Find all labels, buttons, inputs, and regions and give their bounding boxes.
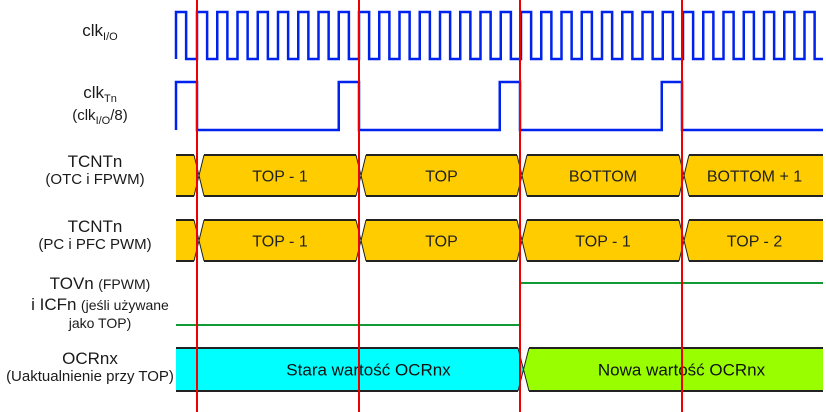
tcnt-pwm-transition: [678, 219, 690, 262]
tcnt-fpwm-segment: [684, 155, 823, 196]
clk-io-label: clkI/O: [40, 21, 160, 43]
clk-io-trace: [174, 10, 823, 61]
clk-tn-note-subscript: I/O: [95, 115, 111, 128]
clk-tn-name: clk: [83, 83, 104, 102]
ocr-old-segment: [176, 348, 523, 391]
tcnt-fpwm-segment: [176, 155, 198, 196]
tcnt-fpwm-transition: [516, 154, 528, 197]
tcnt-pwm-bus: TOP - 1 TOP TOP - 1 TOP - 2: [176, 219, 823, 262]
tcnt-pwm-label: TCNTn (PC i PFC PWM): [20, 217, 170, 253]
tcnt-fpwm-segment: [522, 155, 683, 196]
clk-tn-note-prefix: (clk: [72, 107, 96, 125]
tcnt-fpwm-value: BOTTOM + 1: [707, 169, 802, 186]
tcnt-pwm-segment: [176, 220, 198, 261]
ocr-old-value: Stara wartość OCRnx: [286, 361, 451, 380]
ocr-note: (Uaktualnienie przy TOP): [6, 367, 174, 385]
clk-io-subscript: I/O: [103, 31, 118, 43]
tcnt-fpwm-segment: [361, 155, 521, 196]
icf-note: (jeśli używane: [80, 296, 169, 313]
tcnt-fpwm-value: TOP - 1: [252, 169, 308, 186]
tcnt-pwm-segment: [361, 220, 521, 261]
tcnt-fpwm-value: TOP: [425, 169, 458, 186]
tcnt-pwm-segment: [684, 220, 823, 261]
tcnt-pwm-value: TOP - 1: [252, 234, 308, 251]
icf-name: i ICFn: [31, 294, 77, 314]
tov-note: (FPWM): [98, 276, 151, 292]
tcnt-fpwm-label: TCNTn (OTC i FPWM): [20, 152, 170, 188]
tcnt-fpwm-value: BOTTOM: [569, 169, 637, 186]
tov-trace: [176, 282, 823, 326]
tcnt-pwm-value: TOP: [425, 234, 458, 251]
clk-tn-subscript: Tn: [103, 93, 117, 105]
tcnt-pwm-note: (PC i PFC PWM): [38, 235, 152, 253]
time-markers: [196, 0, 683, 412]
tcnt-fpwm-transition: [355, 154, 367, 197]
tcnt-fpwm-transition: [678, 154, 690, 197]
tcnt-pwm-transition: [355, 219, 367, 262]
tov-label: TOVn (FPWM) i ICFn (jeśli używane jako T…: [20, 274, 180, 332]
tcnt-pwm-transition: [193, 219, 205, 262]
icf-note-line3: jako TOP): [68, 315, 132, 332]
ocr-label: OCRnx (Uaktualnienie przy TOP): [0, 349, 180, 385]
clk-tn-waveform: [174, 80, 823, 132]
tcnt-pwm-name: TCNTn: [67, 217, 123, 236]
clk-tn-label: clkTn (clkI/O/8): [40, 83, 160, 128]
tcnt-fpwm-note: (OTC i FPWM): [45, 170, 145, 188]
tcnt-pwm-value: TOP - 2: [727, 234, 783, 251]
tcnt-fpwm-segment: [199, 155, 360, 196]
clk-tn-note-suffix: /8): [110, 107, 128, 125]
tcnt-fpwm-bus: TOP - 1 TOP BOTTOM BOTTOM + 1: [176, 154, 823, 197]
tcnt-fpwm-transition: [193, 154, 205, 197]
ocr-new-segment: [524, 348, 823, 391]
tov-flag-waveform: [176, 282, 823, 326]
tcnt-pwm-segment: [522, 220, 683, 261]
tcnt-pwm-segment: [199, 220, 360, 261]
ocr-name: OCRnx: [62, 349, 118, 368]
tcnt-fpwm-name: TCNTn: [67, 152, 123, 171]
tcnt-pwm-value: TOP - 1: [575, 234, 631, 251]
clk-tn-trace: [174, 80, 823, 132]
tov-name: TOVn: [49, 274, 94, 293]
clk-io-waveform: [174, 10, 823, 61]
clk-io-name: clk: [82, 21, 104, 40]
tcnt-pwm-transition: [516, 219, 528, 262]
